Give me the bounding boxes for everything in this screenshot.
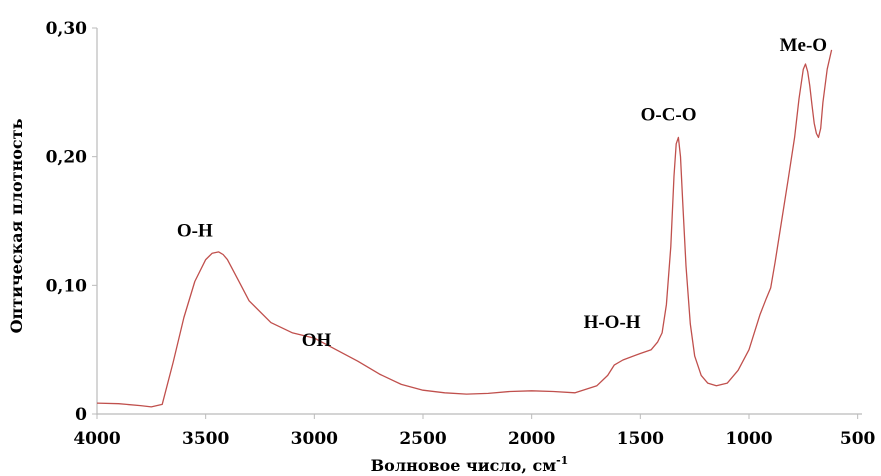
peak-annotation: O-H — [177, 220, 213, 241]
series-group — [96, 49, 833, 408]
x-axis-ticks: 4000 3500 3000 2500 2000 1500 1000 500 — [73, 414, 876, 449]
peak-annotation: Me-O — [780, 35, 827, 56]
x-tick-label: 3500 — [182, 429, 229, 449]
x-axis-title: Волновое число, см-1 — [371, 454, 569, 475]
x-axis-title-superscript: -1 — [556, 454, 568, 467]
spectrum-line — [96, 49, 833, 408]
y-tick-label: 0,30 — [46, 19, 88, 39]
x-tick-label: 2000 — [508, 429, 555, 449]
x-tick-label: 500 — [840, 429, 876, 449]
y-axis-title: Оптическая плотность — [7, 118, 26, 333]
x-tick-label: 3000 — [291, 429, 338, 449]
y-tick-label: 0 — [75, 405, 87, 425]
y-tick-label: 0,20 — [46, 148, 88, 168]
peak-annotation: OH — [302, 330, 332, 351]
x-tick-label: 4000 — [73, 429, 120, 449]
peak-annotation: H-O-H — [584, 312, 641, 333]
annotations-group: O-H OH H-O-H O-C-O Me-O — [177, 35, 827, 351]
axes — [96, 28, 862, 415]
y-tick-label: 0,10 — [46, 276, 88, 296]
x-axis-title-text: Волновое число, см — [371, 456, 557, 475]
y-axis-ticks: 0 0,10 0,20 0,30 — [46, 19, 97, 425]
x-tick-label: 1500 — [617, 429, 664, 449]
x-tick-label: 2500 — [399, 429, 446, 449]
peak-annotation: O-C-O — [641, 105, 697, 126]
x-tick-label: 1000 — [725, 429, 772, 449]
